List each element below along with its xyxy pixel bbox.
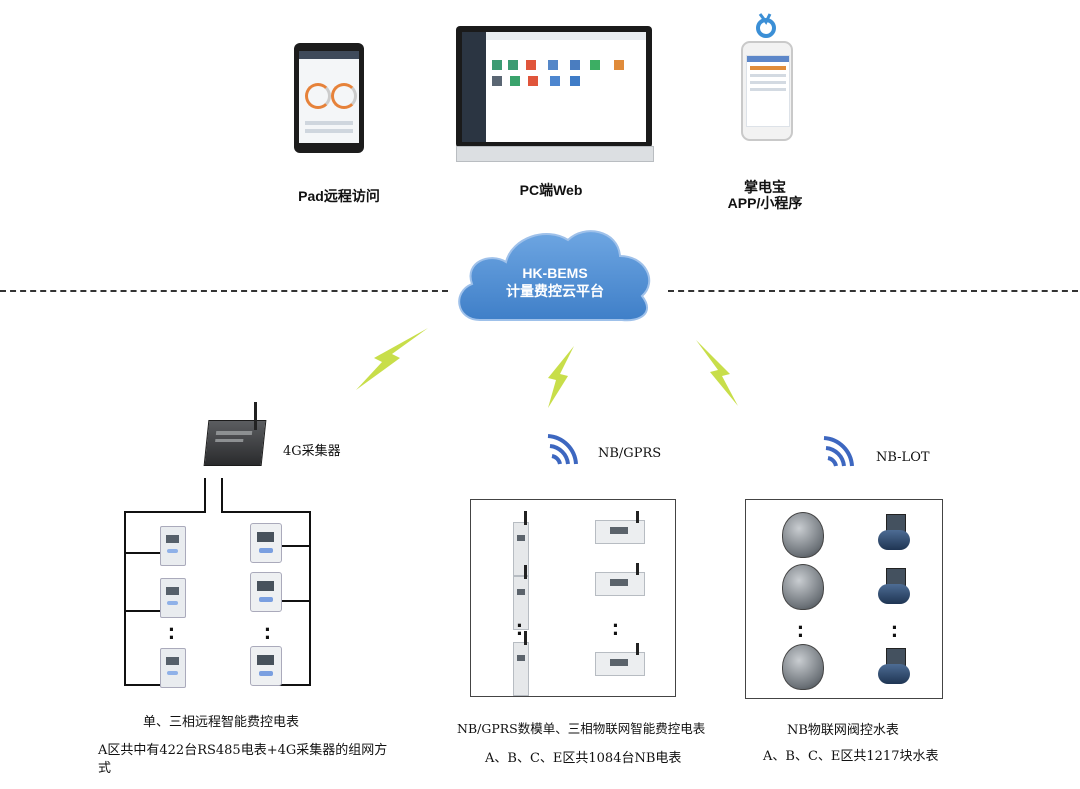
water-meter-panel: ·· ·· [745,499,943,699]
single-phase-meter [160,526,186,566]
ellipsis-dots: ·· [516,613,524,646]
nb-three-phase-meter [595,511,645,544]
pc-screen [462,32,646,142]
ellipsis-dots: ·· [264,617,272,650]
left-desc: A区共中有422台RS485电表+4G采集器的组网方式 [98,743,388,776]
round-water-meter [782,564,824,610]
pad-screen [299,51,359,143]
single-phase-meter [160,578,186,618]
app-label-line1: 掌电宝 [744,179,786,195]
bus-left-h [124,511,206,513]
nb-three-phase-meter [595,563,645,596]
ellipsis-dots: ·· [891,615,899,648]
divider-right [668,290,1078,292]
cloud-title: HK-BEMS [522,265,588,281]
phone-device [741,41,793,141]
left-title: 单、三相远程智能费控电表 [143,715,300,730]
nb-single-phase-meter [513,631,529,696]
nb-single-phase-meter [513,511,529,576]
bus-right-h [221,511,311,513]
pc-monitor [456,26,652,148]
bus-left-v [124,511,126,686]
pipe-water-meter [872,514,916,554]
mid-desc: A、B、C、E区共1084台NB电表 [485,751,682,766]
nb-gprs-label: NB/GPRS [598,446,662,461]
bus-left-bottom [124,684,164,686]
cloud-shape [458,230,651,322]
three-phase-meter [250,523,282,563]
bus-right-bottom [275,684,311,686]
collector-4g-label: 4G采集器 [283,444,341,459]
tick-r1 [280,545,310,547]
bus-right-v [309,511,311,686]
app-logo-icon [756,13,776,38]
pipe-water-meter [872,648,916,688]
single-phase-meter [160,648,186,688]
pad-device [294,43,364,153]
round-water-meter [782,512,824,558]
nb-single-phase-meter [513,565,529,630]
phone-screen [746,55,790,127]
three-phase-meter [250,572,282,612]
ellipsis-dots: ·· [797,615,805,648]
wifi-icon-nb-gprs [547,434,578,465]
right-desc: A、B、C、E区共1217块水表 [763,749,939,764]
pad-label: Pad远程访问 [298,188,380,204]
nb-meter-panel: ·· ·· [470,499,676,697]
lightning-icon-right [696,340,738,406]
wire-left-2 [221,478,223,512]
three-phase-meter [250,646,282,686]
app-label-line2: APP/小程序 [727,195,803,211]
cloud-subtitle: 计量费控云平台 [506,283,604,299]
pc-chin [456,146,654,162]
pipe-water-meter [872,568,916,608]
lightning-icon-left [356,328,428,390]
round-water-meter [782,644,824,690]
nb-three-phase-meter [595,643,645,676]
divider-left [0,290,448,292]
tick-l1 [124,552,160,554]
antenna-icon [254,402,257,430]
tick-l2 [124,610,160,612]
ellipsis-dots: ·· [168,617,176,650]
tick-r2 [280,600,310,602]
nb-lot-label: NB-LOT [876,450,930,465]
right-title: NB物联网阀控水表 [787,723,899,738]
pc-label: PC端Web [519,182,583,198]
lightning-icon-middle [548,346,574,408]
wire-left-1 [204,478,206,512]
mid-title: NB/GPRS数模单、三相物联网智能费控电表 [457,721,706,736]
ellipsis-dots: ·· [612,613,620,646]
wifi-icon-nb-lot [823,436,854,467]
